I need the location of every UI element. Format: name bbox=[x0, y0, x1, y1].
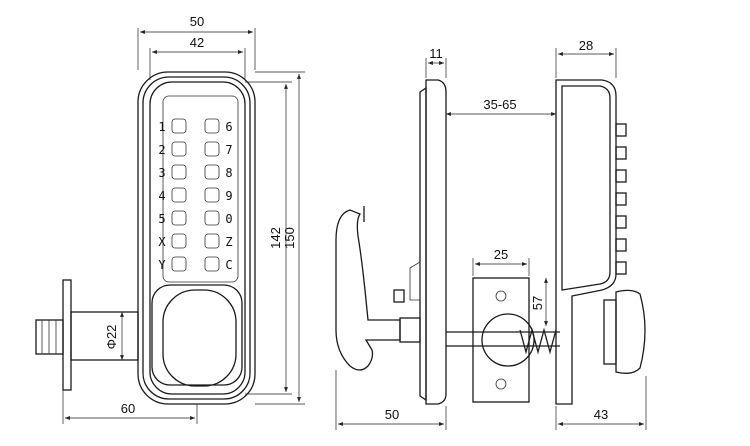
left-key-label: X bbox=[158, 235, 166, 249]
latch-faceplate bbox=[62, 279, 72, 391]
right-key-label: 0 bbox=[225, 212, 232, 226]
dim-spindle-diameter: Φ22 bbox=[104, 325, 119, 350]
side-view: 11 35-65 28 25 57 50 43 bbox=[335, 38, 647, 430]
front-body-bevel bbox=[142, 76, 251, 400]
side-button bbox=[615, 261, 627, 275]
dim-side-depth: 50 bbox=[385, 407, 399, 422]
keypad-window bbox=[162, 95, 239, 283]
side-front-plate bbox=[425, 79, 447, 405]
left-key-label: 4 bbox=[158, 189, 165, 203]
keypad-button[interactable] bbox=[171, 210, 187, 226]
keypad-button[interactable] bbox=[171, 256, 187, 272]
right-key-label: 9 bbox=[225, 189, 232, 203]
keypad-button[interactable] bbox=[171, 141, 187, 157]
keypad-right-column: 6 7 8 9 0ZC bbox=[204, 118, 233, 272]
right-key-label: C bbox=[225, 258, 232, 272]
rear-housing bbox=[555, 79, 617, 405]
dim-door-thickness: 35-65 bbox=[483, 97, 516, 112]
latch-spring bbox=[519, 327, 557, 355]
right-key-label: 7 bbox=[225, 143, 232, 157]
side-push-buttons bbox=[615, 123, 627, 275]
left-key-label: 1 bbox=[158, 120, 165, 134]
keypad-left-column: 1 2 3 4 5XY bbox=[158, 118, 187, 272]
keypad-button[interactable] bbox=[171, 233, 187, 249]
side-button bbox=[615, 192, 627, 206]
left-key-label: Y bbox=[158, 258, 166, 272]
dim-front-outer-height: 150 bbox=[282, 227, 297, 249]
lower-recess bbox=[151, 284, 243, 386]
latch-hole bbox=[481, 313, 535, 367]
front-view: 1 2 3 4 5XY 6 7 8 9 0ZC 50 42 142 150 Φ22 bbox=[35, 14, 305, 424]
dim-front-inner-height: 142 bbox=[268, 227, 283, 249]
rear-knob bbox=[615, 289, 646, 374]
right-key-label: 6 bbox=[225, 120, 232, 134]
keypad-button[interactable] bbox=[171, 164, 187, 180]
latch-body bbox=[70, 311, 139, 361]
side-button bbox=[615, 215, 627, 229]
left-key-label: 3 bbox=[158, 166, 165, 180]
keypad-button[interactable] bbox=[204, 256, 220, 272]
front-knob bbox=[162, 289, 237, 387]
keypad-button[interactable] bbox=[171, 187, 187, 203]
dim-rear-depth: 43 bbox=[594, 407, 608, 422]
front-outer-body bbox=[137, 71, 256, 405]
keypad-button[interactable] bbox=[204, 118, 220, 134]
keypad-button[interactable] bbox=[171, 118, 187, 134]
latch-bolt bbox=[35, 319, 64, 355]
side-button bbox=[615, 238, 627, 252]
left-key-label: 5 bbox=[158, 212, 165, 226]
side-button bbox=[615, 169, 627, 183]
side-lever-handle bbox=[335, 209, 401, 371]
dim-strike-width: 25 bbox=[494, 247, 508, 262]
dim-backset: 60 bbox=[121, 401, 135, 416]
dim-strike-height: 57 bbox=[530, 296, 545, 310]
dim-front-outer-width: 50 bbox=[190, 14, 204, 29]
keypad-button[interactable] bbox=[204, 164, 220, 180]
side-button bbox=[615, 123, 627, 137]
dim-side-plate-thickness: 11 bbox=[429, 46, 443, 61]
keypad-button[interactable] bbox=[204, 210, 220, 226]
keypad-button[interactable] bbox=[204, 141, 220, 157]
keypad-button[interactable] bbox=[204, 187, 220, 203]
side-button bbox=[615, 146, 627, 160]
keypad-button[interactable] bbox=[204, 233, 220, 249]
left-key-label: 2 bbox=[158, 143, 165, 157]
right-key-label: 8 bbox=[225, 166, 232, 180]
right-key-label: Z bbox=[225, 235, 232, 249]
front-inner-faceplate bbox=[149, 81, 246, 395]
dim-front-inner-width: 42 bbox=[190, 35, 204, 50]
dim-rear-width: 28 bbox=[579, 38, 593, 53]
